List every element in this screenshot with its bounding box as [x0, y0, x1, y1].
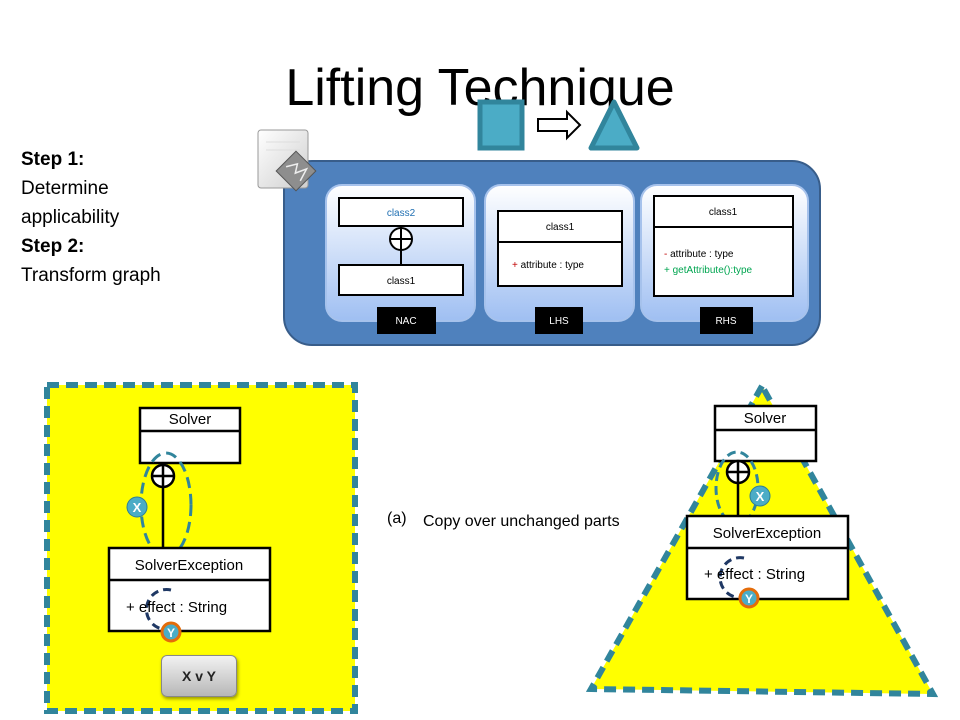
right-x-badge: X: [749, 485, 771, 507]
lhs-tag: LHS: [549, 316, 569, 327]
caption-label: (a): [387, 510, 407, 527]
lhs-attribute: + attribute : type: [512, 260, 584, 271]
right-solver-label: Solver: [744, 410, 787, 427]
left-attribute-label: + effect : String: [126, 599, 227, 616]
step1-text-line1: Determine: [21, 178, 109, 199]
left-exception-label: SolverException: [135, 557, 243, 574]
rhs-operation: + getAttribute():type: [664, 265, 753, 276]
nac-bottom-class: class1: [387, 276, 416, 287]
x-or-y-button[interactable]: X v Y: [161, 655, 237, 697]
steps-text: Step 1: Determine applicability Step 2: …: [21, 145, 161, 290]
svg-text:X: X: [133, 500, 142, 515]
rhs-attribute: - attribute : type: [664, 249, 734, 260]
square-icon: [477, 99, 525, 151]
left-y-badge: Y: [160, 621, 182, 643]
caption-text: Copy over unchanged parts: [423, 513, 620, 530]
left-solver-class: Solver: [138, 406, 242, 465]
triangle-icon: [588, 99, 640, 151]
left-exception-class: SolverException + effect : String: [107, 546, 272, 633]
rhs-tag: RHS: [715, 316, 736, 327]
nac-card: class2 class1 NAC: [325, 184, 476, 334]
step1-text-line2: applicability: [21, 207, 120, 228]
step2-label: Step 2:: [21, 236, 85, 257]
lhs-card: class1 + attribute : type LHS: [484, 184, 635, 334]
arrow-right-icon: [537, 109, 582, 141]
step1-label: Step 1:: [21, 149, 85, 170]
nac-top-class: class2: [387, 208, 416, 219]
right-exception-class: SolverException + effect : String: [685, 514, 850, 601]
lhs-class-name: class1: [546, 222, 575, 233]
document-icon: [257, 129, 317, 192]
left-solver-label: Solver: [169, 411, 212, 428]
svg-text:X: X: [756, 489, 765, 504]
right-y-badge: Y: [738, 587, 760, 609]
right-exception-label: SolverException: [713, 525, 821, 542]
nac-tag: NAC: [395, 316, 416, 327]
right-attribute-label: + effect : String: [704, 566, 805, 583]
svg-text:Y: Y: [745, 592, 753, 606]
rhs-class-name: class1: [709, 207, 738, 218]
step2-text: Transform graph: [21, 265, 161, 286]
left-x-badge: X: [126, 496, 148, 518]
rhs-card: class1 - attribute : type + getAttribute…: [640, 184, 809, 334]
svg-text:Y: Y: [167, 626, 175, 640]
